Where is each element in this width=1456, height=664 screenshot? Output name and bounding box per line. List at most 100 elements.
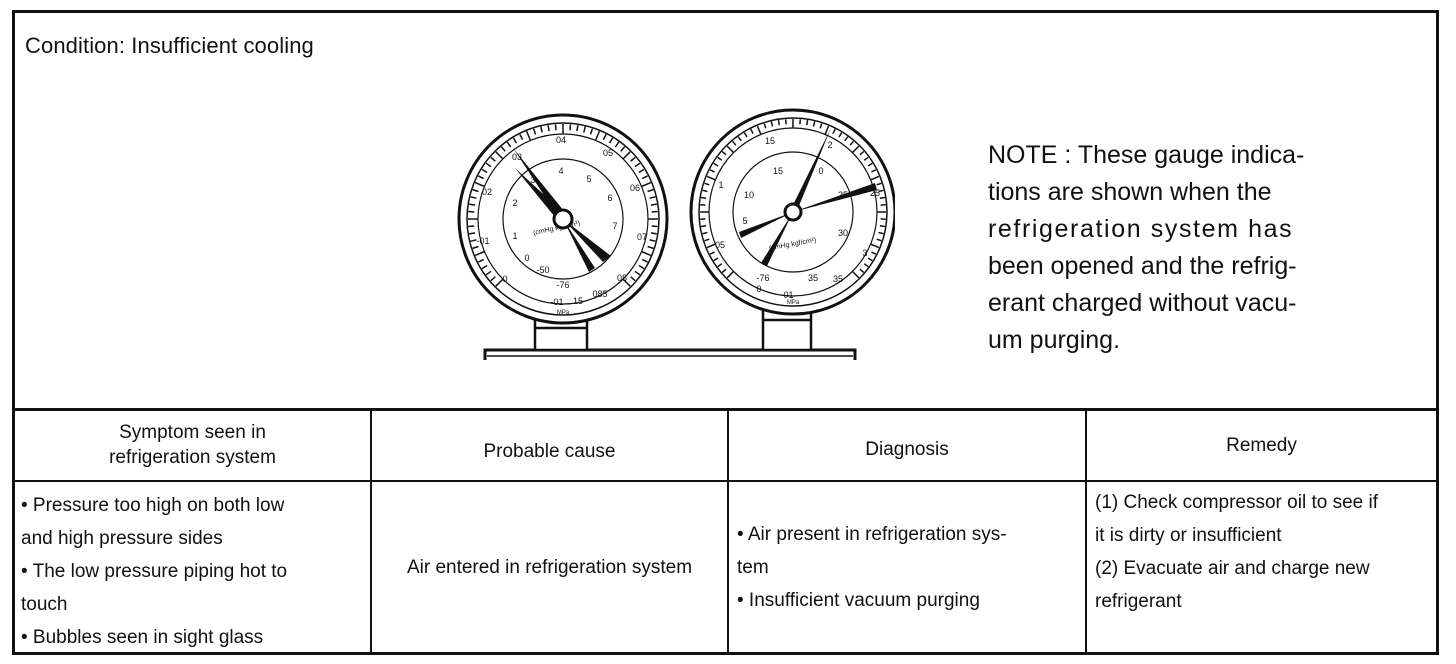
gauge-tick bbox=[876, 238, 882, 242]
gauge-tick bbox=[806, 119, 809, 126]
gauge-tick bbox=[641, 181, 652, 188]
low-pressure-gauge: 04 05 06 07 08 085 15 -01 0 -01 02 03 5 … bbox=[457, 113, 669, 325]
gauge-tick bbox=[867, 162, 873, 167]
low-gauge-label: -01 bbox=[550, 297, 563, 307]
low-gauge-label: 07 bbox=[637, 232, 647, 242]
diagnosis-table: Symptom seen in refrigeration system Pro… bbox=[15, 410, 1436, 652]
diagnosis-line: • Air present in refrigeration sys- bbox=[737, 524, 1007, 545]
gauge-tick bbox=[867, 257, 873, 262]
gauge-tick bbox=[519, 134, 524, 141]
gauge-tick bbox=[614, 141, 620, 148]
gauge-tick bbox=[777, 119, 780, 126]
low-gauge-label: 08 bbox=[617, 273, 627, 283]
gauge-tick bbox=[620, 146, 626, 152]
gauge-tick bbox=[876, 182, 882, 186]
gauge-tick bbox=[726, 270, 735, 279]
gauge-tick bbox=[594, 130, 601, 141]
gauge-tick bbox=[554, 124, 557, 131]
note-line: refrigeration system has bbox=[988, 215, 1294, 243]
gauge-tick bbox=[495, 278, 504, 287]
column-divider bbox=[727, 410, 729, 652]
remedy-line: (1) Check compressor oil to see if bbox=[1095, 492, 1378, 513]
high-gauge-label: 2 bbox=[827, 140, 832, 150]
high-gauge-mpa: MPa bbox=[787, 300, 800, 306]
remedy-line: it is dirty or insufficient bbox=[1095, 525, 1282, 546]
high-gauge-label: 10 bbox=[744, 190, 754, 200]
cell-remedy: (1) Check compressor oil to see if it is… bbox=[1095, 486, 1433, 652]
section-divider bbox=[15, 408, 1436, 411]
gauge-tick bbox=[812, 121, 816, 127]
high-gauge-label: 3 bbox=[862, 248, 867, 258]
gauge-tick bbox=[481, 168, 488, 174]
gauge-tick bbox=[540, 126, 543, 133]
header-cause: Probable cause bbox=[483, 440, 616, 462]
gauge-tick bbox=[700, 196, 707, 199]
gauge-tick bbox=[717, 263, 723, 268]
gauge-tick bbox=[859, 151, 865, 156]
high-gauge-label: 35 bbox=[833, 274, 843, 284]
gauge-tick bbox=[870, 243, 880, 249]
symptom-line: • Pressure too high on both low bbox=[21, 495, 285, 516]
symptom-line: and high pressure sides bbox=[21, 528, 223, 549]
gauge-tick bbox=[750, 128, 754, 134]
low-gauge-label: 7 bbox=[612, 221, 617, 231]
gauge-tick bbox=[732, 140, 737, 146]
gauge-tick bbox=[641, 250, 652, 257]
gauge-tick bbox=[512, 137, 518, 144]
gauge-tick bbox=[756, 125, 762, 135]
low-gauge-label: -50 bbox=[536, 265, 549, 275]
low-gauge-label: 085 bbox=[592, 289, 607, 299]
gauge-tick bbox=[706, 175, 716, 181]
gauge-tick bbox=[879, 225, 886, 228]
high-pressure-gauge: 15 2 25 3 35 -01 0 05 1 15 10 5 0 25 30 … bbox=[689, 108, 895, 316]
gauge-tick bbox=[704, 182, 710, 186]
note-line: erant charged without vacu- bbox=[988, 289, 1297, 317]
header-symptom-line: Symptom seen in bbox=[119, 422, 266, 443]
header-row-divider bbox=[15, 480, 1436, 482]
gauge-tick bbox=[472, 188, 479, 193]
gauge-tick bbox=[547, 125, 550, 132]
gauge-tick bbox=[647, 188, 654, 193]
gauge-tick bbox=[704, 238, 710, 242]
gauge-tick bbox=[763, 123, 767, 129]
low-gauge-label: 4 bbox=[558, 166, 563, 176]
note-line: NOTE : These gauge indica- bbox=[988, 141, 1305, 169]
condition-title: Condition: Insufficient cooling bbox=[25, 33, 314, 58]
low-gauge-label: 5 bbox=[586, 174, 591, 184]
low-gauge-label: 2 bbox=[512, 198, 517, 208]
note-line: um purging. bbox=[988, 326, 1121, 354]
manifold-body bbox=[483, 348, 857, 360]
header-symptom: Symptom seen in refrigeration system bbox=[15, 410, 370, 480]
gauge-tick bbox=[472, 245, 479, 250]
symptom-line: touch bbox=[21, 594, 68, 615]
gauge-tick bbox=[859, 268, 865, 273]
cell-symptom: • Pressure too high on both low and high… bbox=[21, 483, 366, 652]
gauge-tick bbox=[470, 196, 477, 199]
gauge-tick bbox=[709, 169, 715, 173]
gauge-tick bbox=[832, 128, 836, 134]
gauge-tick bbox=[713, 162, 719, 167]
low-gauge-mpa: MPa bbox=[557, 310, 570, 316]
low-needle-3 bbox=[513, 148, 568, 221]
gauge-tick bbox=[532, 128, 537, 135]
high-gauge-label: 15 bbox=[773, 166, 783, 176]
high-needle-2 bbox=[793, 183, 877, 212]
gauge-tick bbox=[602, 134, 607, 141]
gauge-tick bbox=[506, 141, 512, 148]
gauge-tick bbox=[468, 210, 475, 213]
gauge-tick bbox=[641, 175, 648, 180]
gauge-tick bbox=[481, 264, 488, 270]
low-gauge-label: -01 bbox=[476, 236, 489, 246]
gauge-tick bbox=[495, 151, 504, 160]
gauge-tick bbox=[583, 126, 586, 133]
low-gauge-label: 0 bbox=[524, 253, 529, 263]
low-gauge-label: 06 bbox=[630, 183, 640, 193]
gauge-tick bbox=[650, 203, 657, 206]
low-gauge-label: 03 bbox=[512, 152, 522, 162]
gauge-tick bbox=[490, 156, 496, 162]
cause-text: Air entered in refrigeration system bbox=[406, 557, 693, 578]
low-gauge-label: -76 bbox=[556, 280, 569, 290]
gauge-tick bbox=[485, 162, 492, 168]
low-gauge-label: 6 bbox=[607, 193, 612, 203]
gauge-tick bbox=[743, 132, 748, 138]
